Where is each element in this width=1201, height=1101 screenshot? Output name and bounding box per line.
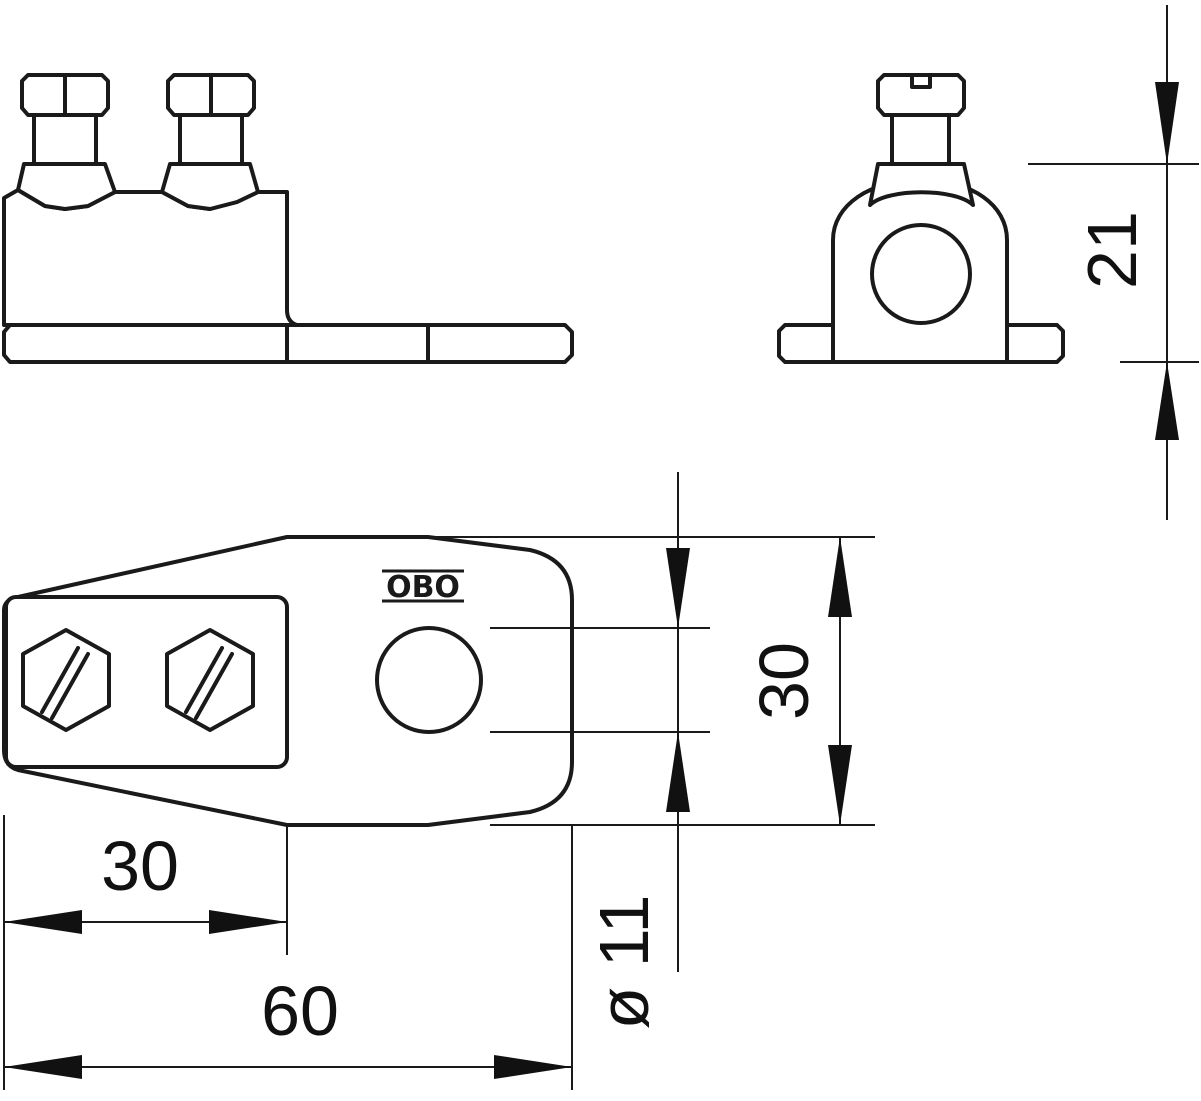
- side-view: [777, 73, 1065, 364]
- top-fixing-hole: [375, 626, 483, 734]
- pitch-label: 30: [101, 827, 179, 905]
- side-bolt-head: [876, 73, 966, 117]
- dimension-length: 60: [4, 825, 573, 1090]
- dimension-width: 30: [430, 536, 875, 826]
- dimension-hole-diameter: ø 11: [490, 472, 710, 1029]
- obo-logo: OBO: [382, 569, 464, 605]
- hole-diameter-label: ø 11: [585, 895, 663, 1030]
- top-bolt-1-hex: [21, 628, 111, 732]
- dimension-pitch: 30: [3, 815, 288, 1090]
- front-bolt-2-shank: [178, 113, 244, 166]
- top-bolt-2-hex: [165, 628, 255, 732]
- length-label: 60: [261, 972, 339, 1050]
- side-bolt-shank: [890, 113, 951, 166]
- height-label: 21: [1073, 211, 1151, 289]
- width-label: 30: [745, 642, 823, 720]
- side-conductor-hole: [870, 223, 972, 325]
- obo-logo-text: OBO: [386, 570, 460, 605]
- front-bolt-1-shank: [32, 113, 98, 166]
- front-clamp-body: [2, 188, 299, 327]
- front-view: [2, 73, 574, 364]
- side-bolt-collar: [868, 162, 975, 207]
- dimension-height: 21: [1028, 5, 1199, 520]
- top-view: OBO: [2, 535, 574, 827]
